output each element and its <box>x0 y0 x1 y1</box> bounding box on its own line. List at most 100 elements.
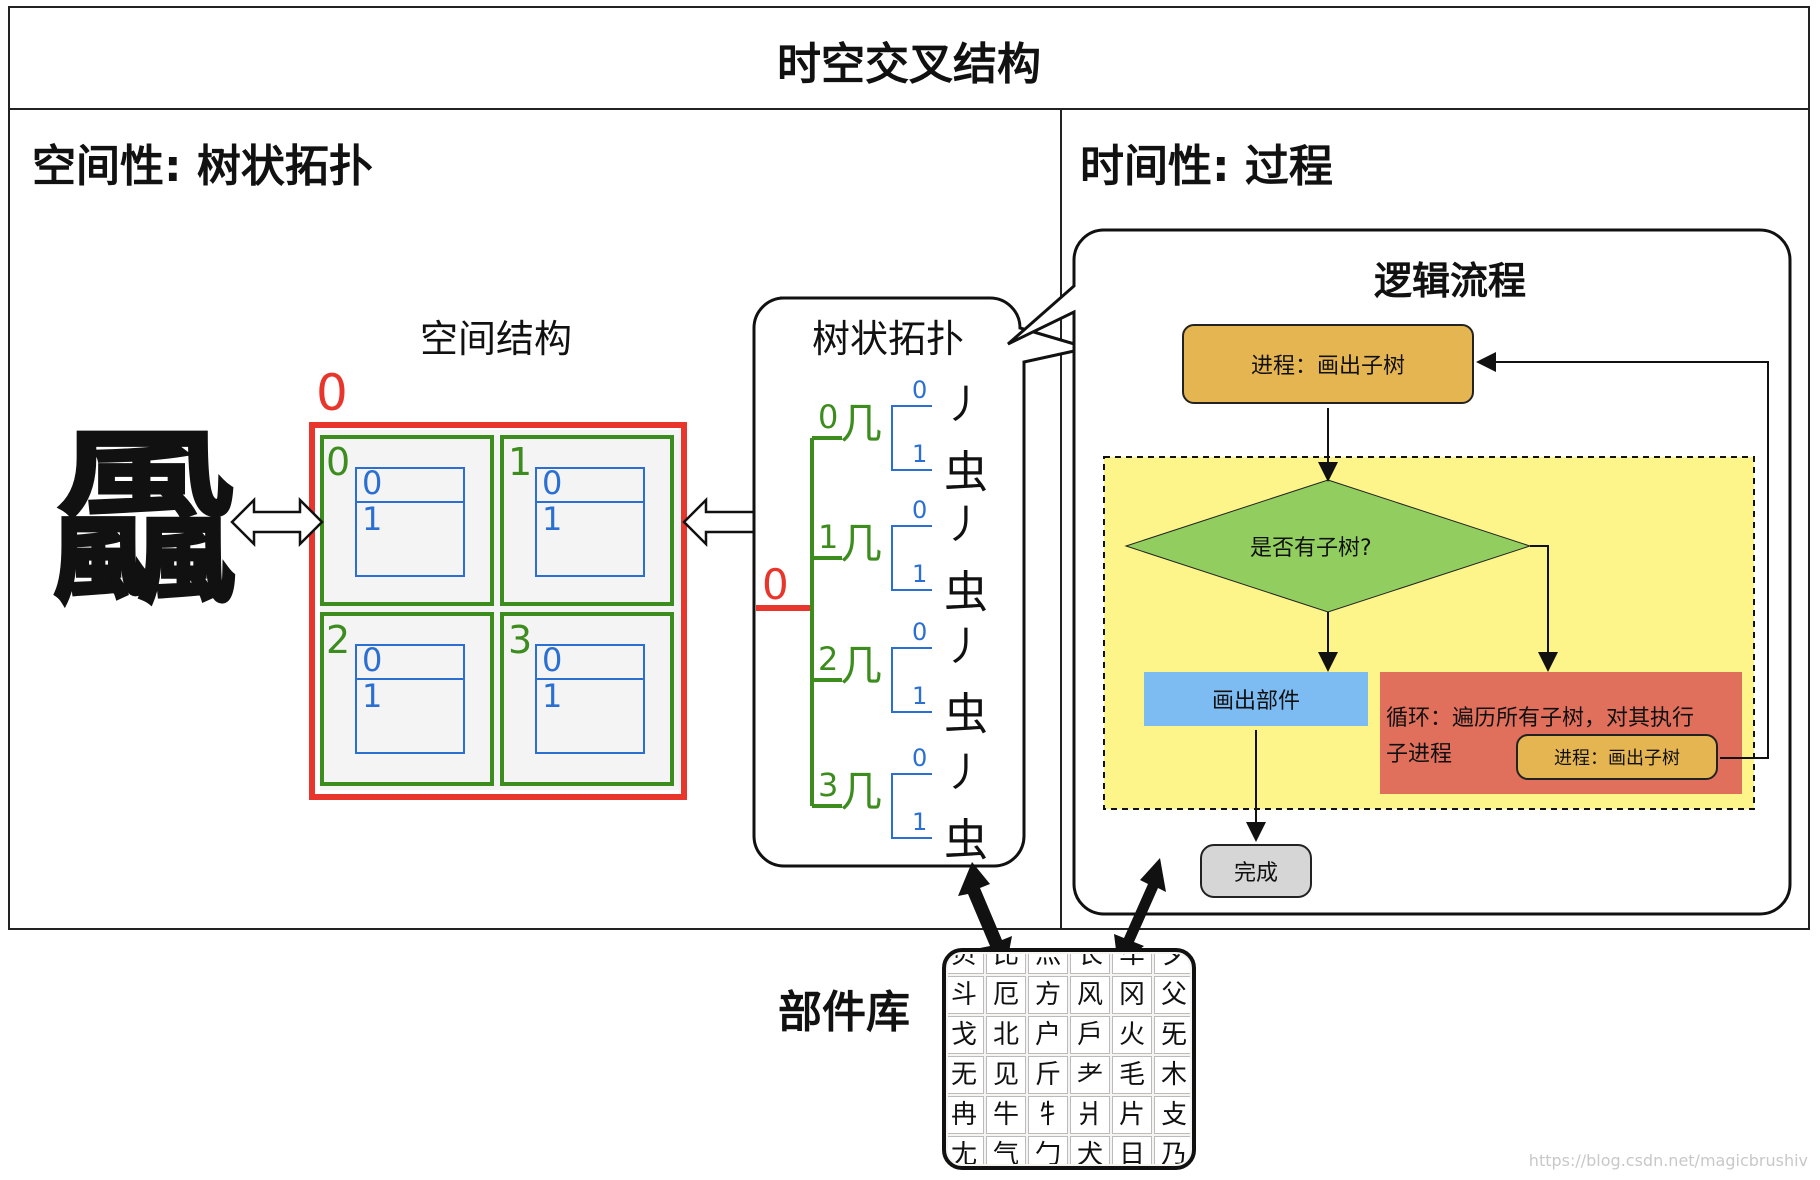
library-cell: 勹 <box>1028 1136 1068 1164</box>
subbox-q2 <box>355 644 465 754</box>
library-cell: 片 <box>1112 1096 1152 1134</box>
library-cell: 犬 <box>1070 1136 1110 1164</box>
quadrant-1 <box>500 435 674 606</box>
tree-title: 树状拓扑 <box>812 317 965 361</box>
quadrant-2 <box>320 612 494 786</box>
leaf-index: 0 <box>912 376 928 404</box>
quadrant-3 <box>500 612 674 786</box>
sub-index: 0 <box>542 464 563 502</box>
branch-index: 0 <box>818 398 839 436</box>
leaf-index: 1 <box>912 808 928 836</box>
arrow-tree-library <box>958 862 1012 968</box>
subbox-q3 <box>535 644 645 754</box>
loop-line-1: 循环：遍历所有子树，对其执行 <box>1386 706 1695 731</box>
library-cell: 车 <box>1112 954 1152 974</box>
sub-index: 0 <box>362 641 383 679</box>
library-cell: 戶 <box>1070 1016 1110 1054</box>
leaf-index: 0 <box>912 496 928 524</box>
library-cell: 比 <box>986 954 1026 974</box>
library-cell: 冈 <box>1112 976 1152 1014</box>
library-cell: 乃 <box>1154 1136 1190 1164</box>
library-cell: 长 <box>1070 954 1110 974</box>
library-cell: 尢 <box>948 1136 984 1164</box>
outer-index: 0 <box>316 364 348 422</box>
library-cell: 厄 <box>986 976 1026 1014</box>
leaf-glyph: 丿 <box>944 624 984 670</box>
leaf-glyph: 虫 <box>944 689 988 740</box>
library-cell: 无 <box>948 1056 984 1094</box>
quadrant-index-2: 2 <box>326 618 351 662</box>
leaf-index: 0 <box>912 618 928 646</box>
library-cell: 毛 <box>1112 1056 1152 1094</box>
flow-title: 逻辑流程 <box>1374 259 1527 303</box>
tree-root-index: 0 <box>762 560 789 609</box>
outer-red-frame <box>309 422 687 800</box>
page-title: 时空交叉结构 <box>777 39 1041 90</box>
arrow-flow-library <box>1114 858 1166 966</box>
branch-radical: 几 <box>840 767 883 816</box>
library-cell: 日 <box>1112 1136 1152 1164</box>
library-cell: 贝 <box>948 954 984 974</box>
library-cell: 父 <box>1154 976 1190 1014</box>
library-cell: 攴 <box>1154 1096 1190 1134</box>
subbox-q0 <box>355 467 465 577</box>
process-node: 进程：画出子树 <box>1182 324 1474 404</box>
leaf-glyph: 丿 <box>944 382 984 428</box>
character-glyph: 飍 <box>49 408 240 631</box>
leaf-glyph: 丿 <box>944 750 984 796</box>
sub-index: 0 <box>542 641 563 679</box>
branch-index: 3 <box>818 766 839 804</box>
leaf-glyph: 虫 <box>944 815 988 866</box>
branch-index: 1 <box>818 518 839 556</box>
library-cell: 夕 <box>1154 954 1190 974</box>
done-node: 完成 <box>1200 844 1312 898</box>
watermark: https://blog.csdn.net/magicbrushiv <box>1528 1151 1808 1170</box>
library-cell: 户 <box>1028 1016 1068 1054</box>
sub-index: 1 <box>362 677 383 715</box>
library-cell: 斗 <box>948 976 984 1014</box>
leaf-glyph: 虫 <box>944 567 988 618</box>
library-cell: 牛 <box>986 1096 1026 1134</box>
library-cell: 风 <box>1070 976 1110 1014</box>
subbox-q1 <box>535 467 645 577</box>
library-cell: 旡 <box>1154 1016 1190 1054</box>
library-cell: 木 <box>1154 1056 1190 1094</box>
loop-line-2: 子进程 <box>1386 742 1453 767</box>
library-label: 部件库 <box>778 987 910 1038</box>
branch-radical: 几 <box>840 641 883 690</box>
draw-part-node: 画出部件 <box>1144 672 1368 726</box>
library-cell: 气 <box>986 1136 1026 1164</box>
library-grid: 贝比灬长车夕斗厄方风冈父戈北户戶火旡无见斤耂毛木冉牛牜爿片攴尢气勹犬日乃 <box>948 954 1190 1164</box>
leaf-index: 0 <box>912 744 928 772</box>
library-cell: 见 <box>986 1056 1026 1094</box>
decision-label: 是否有子树? <box>1250 536 1372 561</box>
quadrant-index-1: 1 <box>508 440 533 484</box>
quadrant-index-3: 3 <box>508 618 533 662</box>
section-divider <box>1060 110 1062 930</box>
branch-radical: 几 <box>840 519 883 568</box>
sub-index: 0 <box>362 464 383 502</box>
sub-index: 1 <box>542 500 563 538</box>
library-cell: 斤 <box>1028 1056 1068 1094</box>
double-arrow-character-grid <box>230 496 324 548</box>
library-cell: 北 <box>986 1016 1026 1054</box>
library-cell: 冉 <box>948 1096 984 1134</box>
leaf-glyph: 虫 <box>944 447 988 498</box>
library-cell: 灬 <box>1028 954 1068 974</box>
quadrant-index-0: 0 <box>326 440 351 484</box>
sub-index: 1 <box>362 500 383 538</box>
diagram-frame <box>8 6 1810 930</box>
library-cell: 爿 <box>1070 1096 1110 1134</box>
temporal-section-title: 时间性: 过程 <box>1080 141 1333 192</box>
title-bar: 时空交叉结构 <box>8 6 1810 110</box>
library-cell: 方 <box>1028 976 1068 1014</box>
library-cell: 耂 <box>1070 1056 1110 1094</box>
branch-index: 2 <box>818 640 839 678</box>
leaf-index: 1 <box>912 440 928 468</box>
library-cell: 牜 <box>1028 1096 1068 1134</box>
library-cell: 戈 <box>948 1016 984 1054</box>
leaf-index: 1 <box>912 682 928 710</box>
leaf-index: 1 <box>912 560 928 588</box>
spatial-structure-label: 空间结构 <box>420 317 573 361</box>
